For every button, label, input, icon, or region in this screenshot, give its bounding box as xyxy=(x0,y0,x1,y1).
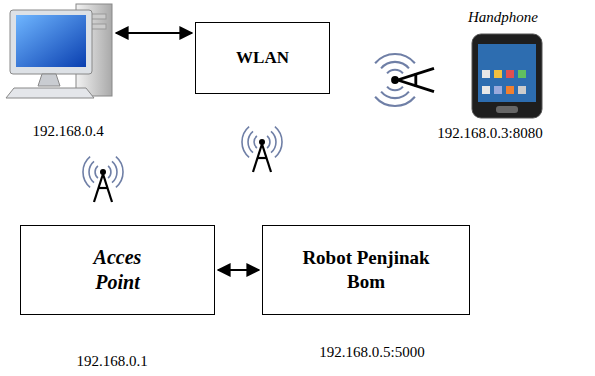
ip-address: 192.168.0.4 xyxy=(30,123,105,140)
computer-icon xyxy=(6,4,112,98)
process-box: Acces Point xyxy=(20,225,215,315)
ip-address: 192.168.0.5:5000 xyxy=(317,344,426,361)
phone-icon xyxy=(472,34,542,118)
antenna-symbol xyxy=(83,157,123,202)
box-label: Robot Penjinak Bom xyxy=(302,246,430,294)
antenna-symbol xyxy=(375,54,434,106)
ip-address: 192.168.0.3:8080 xyxy=(435,125,544,142)
antenna-symbol xyxy=(242,127,282,172)
ip-address: 192.168.0.1 xyxy=(74,353,149,370)
process-box: WLAN xyxy=(195,22,330,94)
link-arrow xyxy=(116,32,192,34)
box-label: Acces Point xyxy=(78,245,158,295)
link-arrow xyxy=(218,269,259,271)
device-label: Handphone xyxy=(466,9,540,26)
process-box: Robot Penjinak Bom xyxy=(262,225,470,315)
box-label: WLAN xyxy=(236,47,289,68)
